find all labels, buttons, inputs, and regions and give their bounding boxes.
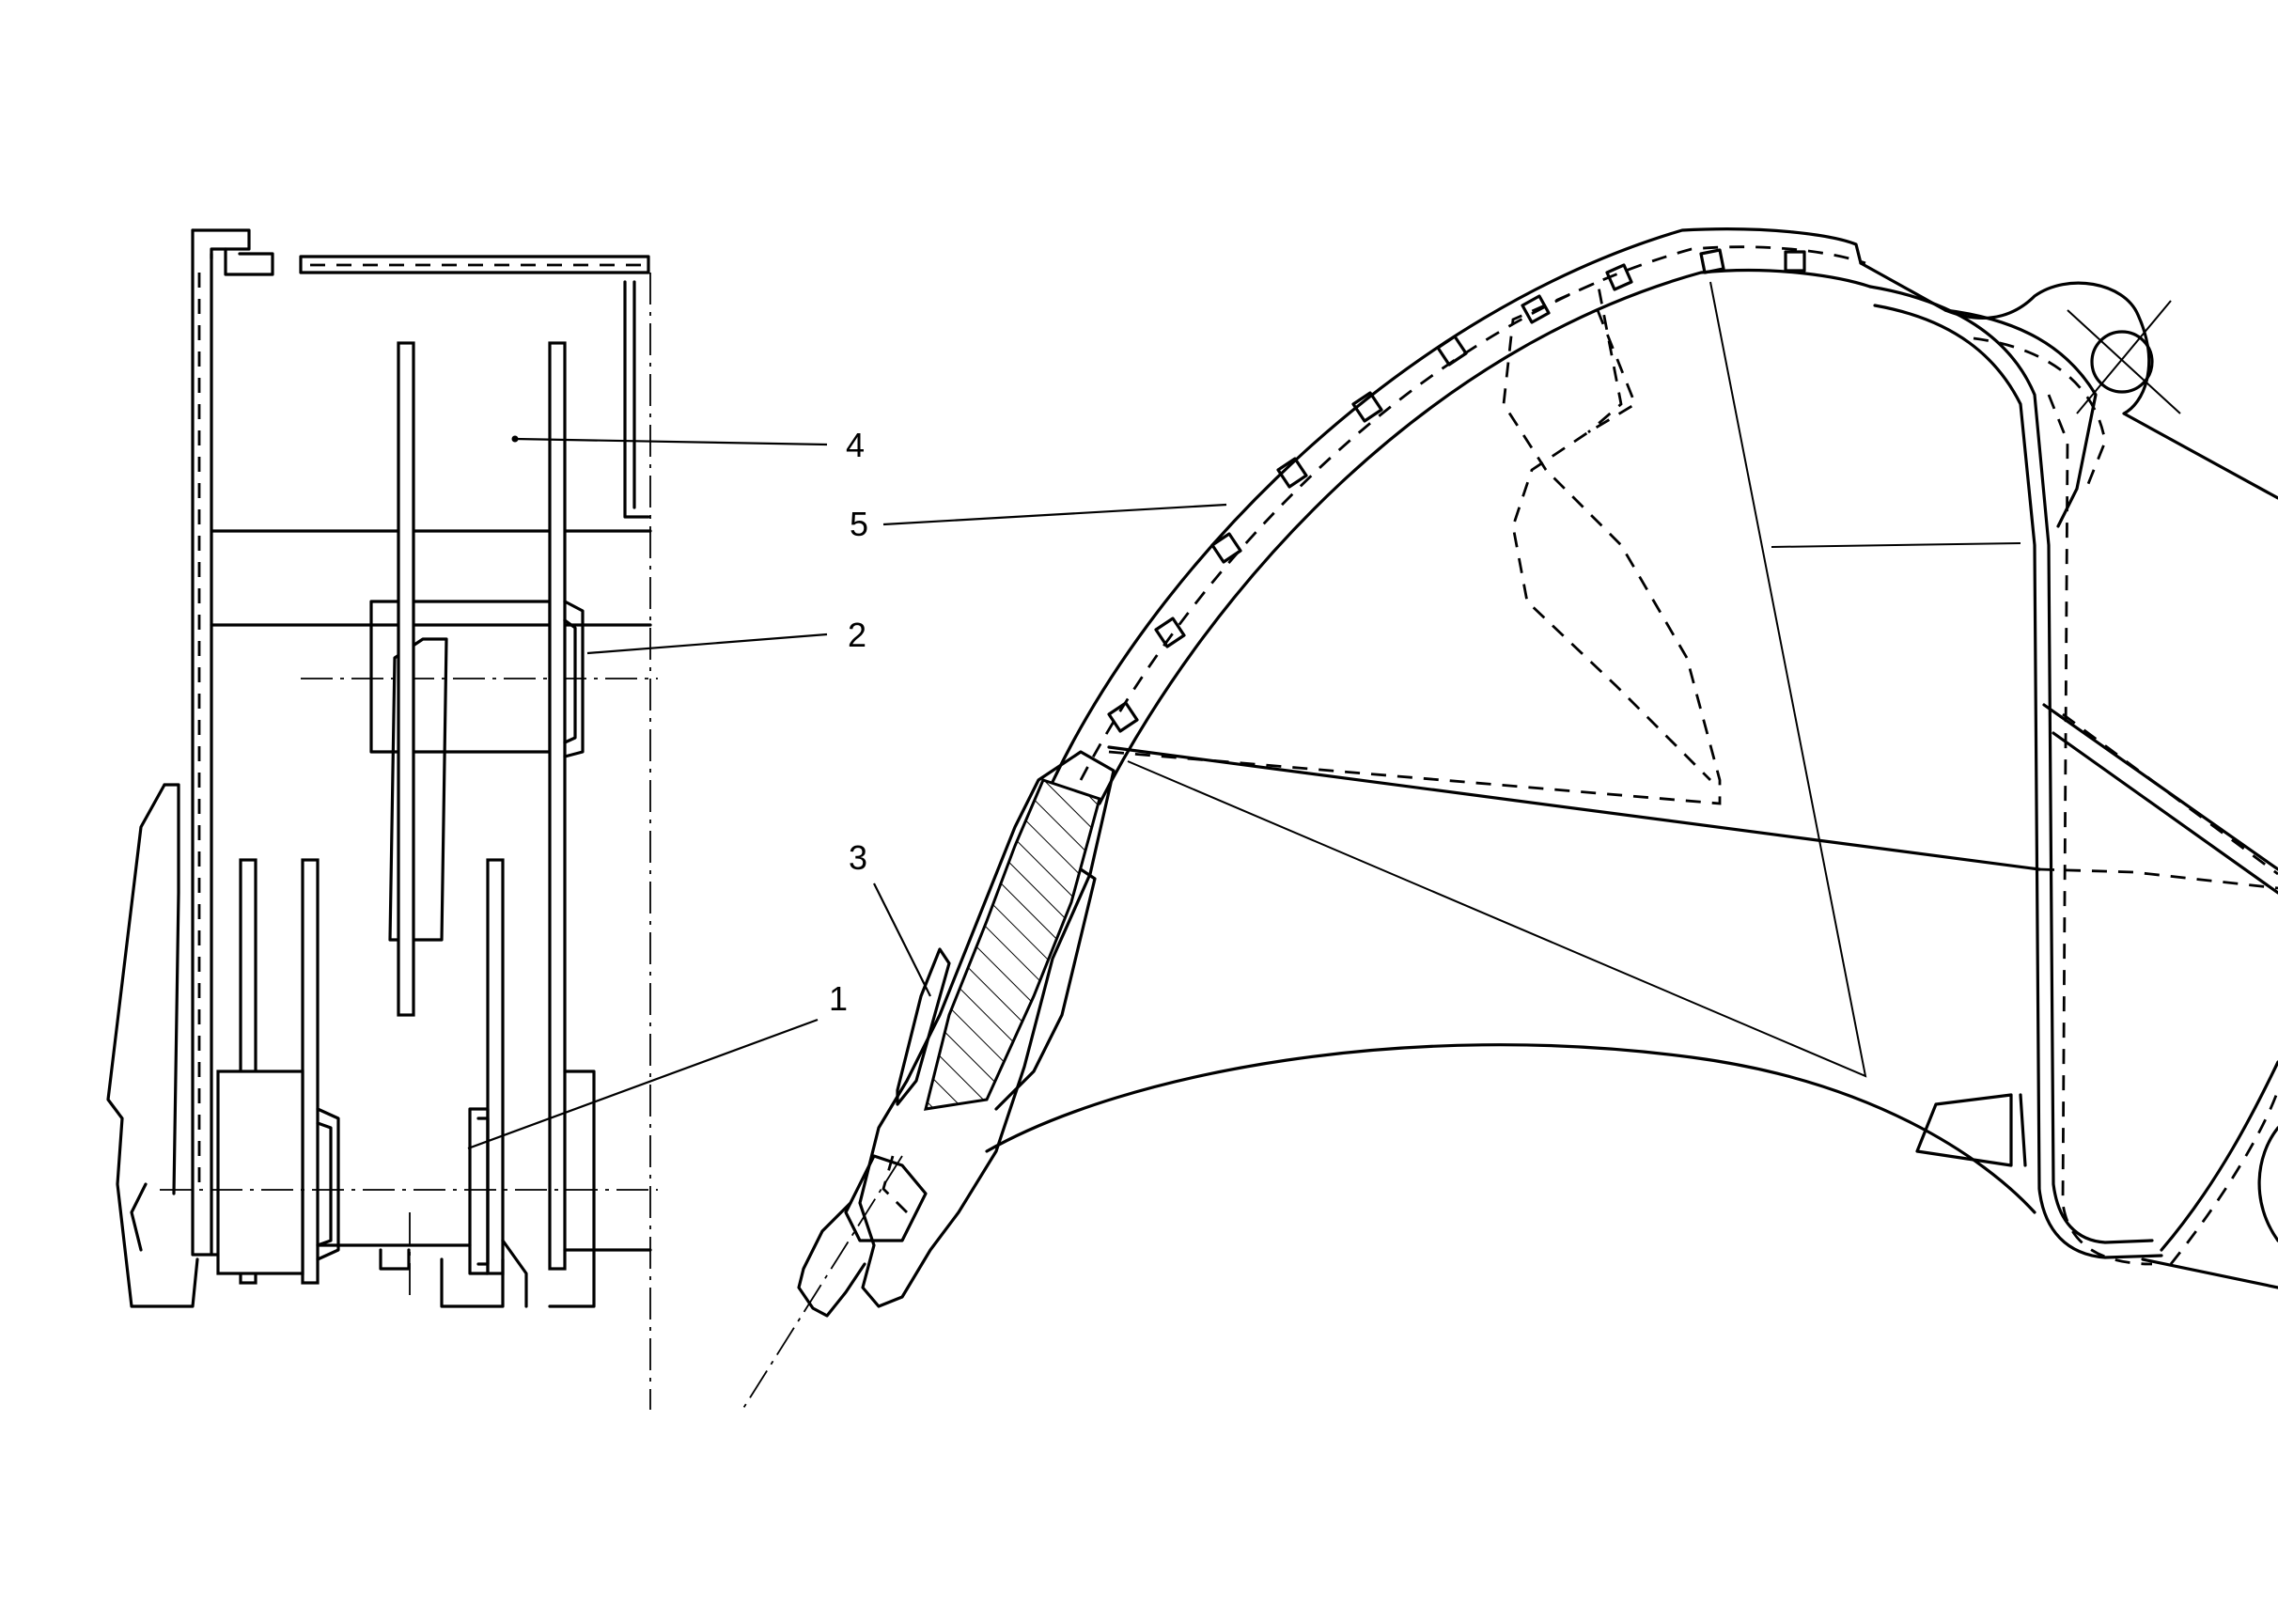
wear-segments — [1107, 248, 1806, 733]
inner-wall — [1868, 285, 2154, 1244]
hatched-section — [923, 778, 1101, 1111]
callout-4: 4 — [511, 426, 865, 464]
lower-lug-2 — [301, 858, 320, 1285]
lower-boss-left — [216, 1070, 304, 1275]
callout-5: 5 — [850, 503, 1227, 543]
tooth-adapter — [858, 750, 1116, 1308]
callout-1-label: 1 — [829, 979, 848, 1018]
top-lip — [191, 228, 251, 260]
callout-5-label: 5 — [850, 505, 868, 543]
callout-4-label: 4 — [846, 426, 865, 464]
side-view — [741, 227, 2278, 1411]
side-cutter — [106, 783, 199, 1308]
bushing-2 — [563, 600, 585, 758]
link-boss — [1859, 261, 2278, 500]
section-view — [106, 228, 658, 1410]
bushing-1 — [468, 1107, 490, 1275]
callout-2: 2 — [586, 616, 866, 655]
bucket-floor — [985, 1043, 2036, 1214]
callout-3: 3 — [849, 838, 931, 997]
side-plate-edge — [1107, 745, 2041, 871]
bucket-outer-shell — [1051, 227, 1863, 784]
callout-3-label: 3 — [849, 838, 867, 877]
top-cover-plate — [299, 255, 650, 274]
callout-1: 1 — [467, 979, 848, 1150]
tooth-tip — [844, 1154, 928, 1242]
lug-plate-right — [548, 341, 567, 1271]
tooth-centerline — [741, 1155, 903, 1411]
pivot-pin — [2090, 330, 2154, 394]
lug-plate-center — [397, 341, 415, 1017]
callout-2-label: 2 — [848, 616, 866, 654]
lip-shroud — [1915, 1093, 2013, 1167]
callouts: 4 2 1 3 5 — [467, 426, 1227, 1150]
lower-lug-3 — [486, 858, 505, 1275]
